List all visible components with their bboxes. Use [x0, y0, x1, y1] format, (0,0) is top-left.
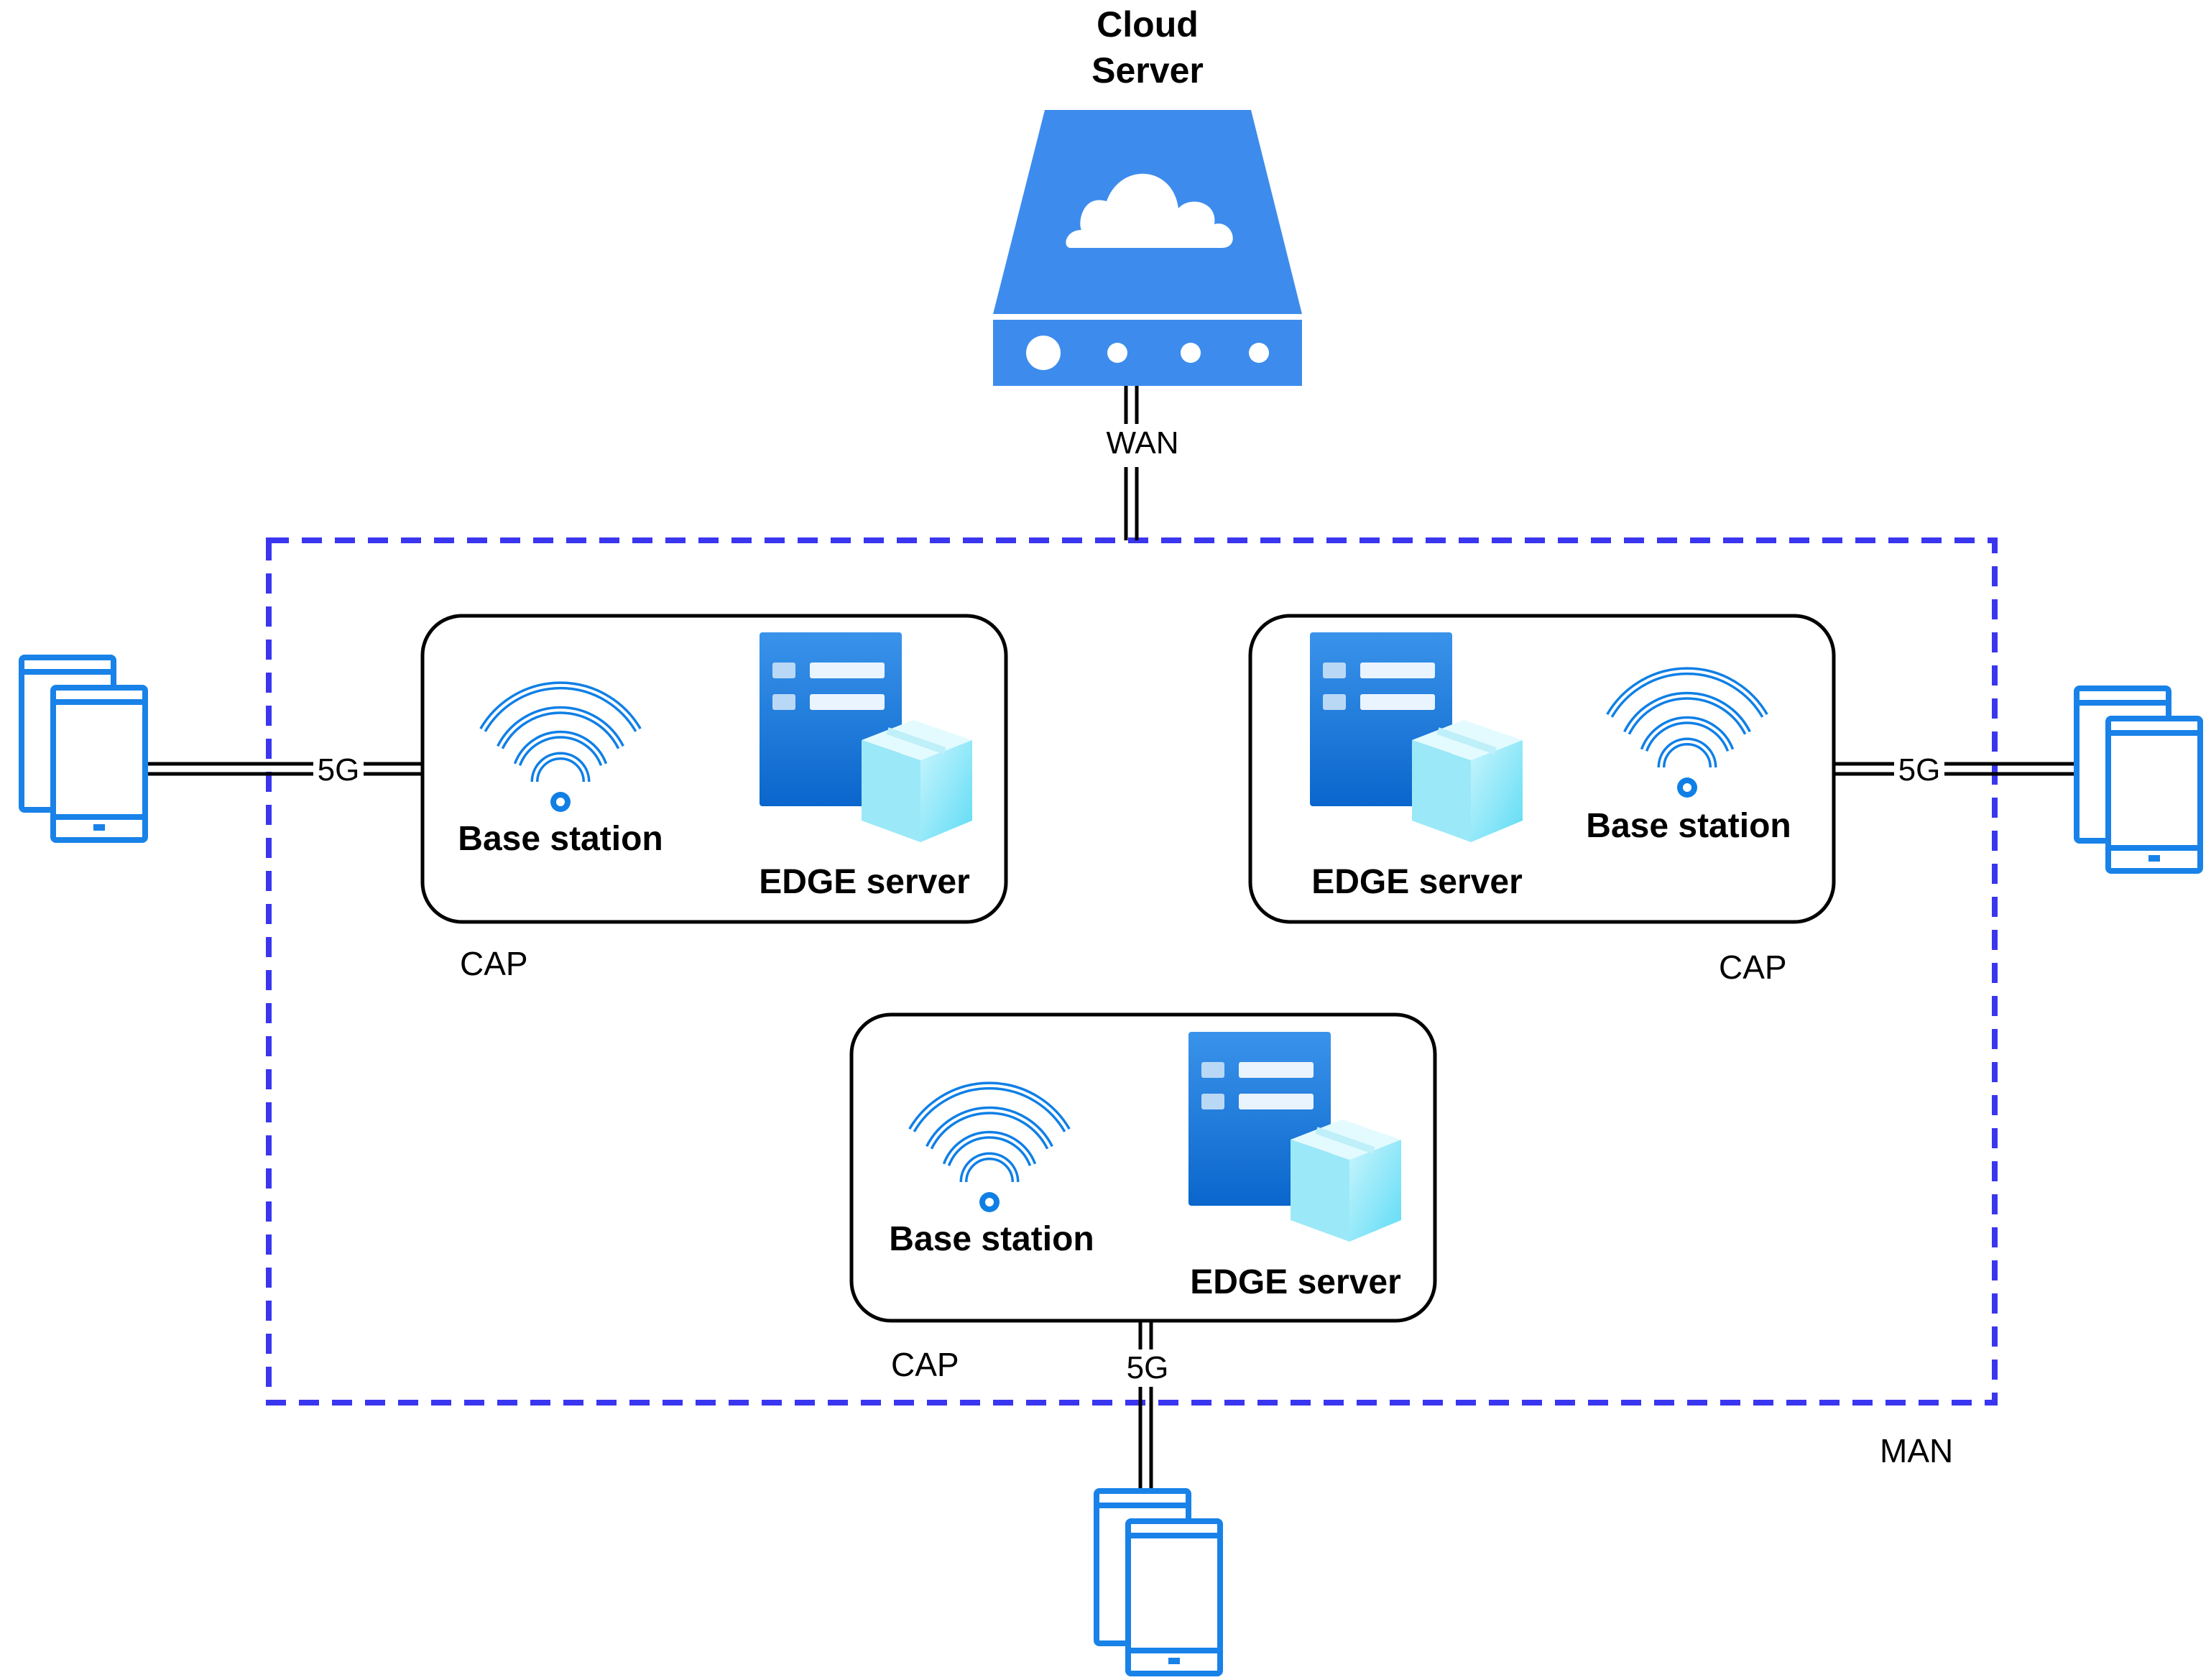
base-station-label: Base station	[889, 1220, 1094, 1258]
man-label: MAN	[1880, 1432, 1953, 1469]
cloud-server-led	[1249, 343, 1269, 363]
cloud-icon	[1066, 173, 1233, 248]
mobile-devices-left	[22, 657, 145, 840]
edge-server-icon	[1188, 1032, 1401, 1242]
mobile-devices-right	[2077, 688, 2200, 871]
cloud-server-led	[1181, 343, 1201, 363]
link-label-5g: 5G	[318, 752, 360, 788]
base-station-label: Base station	[458, 820, 663, 858]
cap-box	[1248, 614, 1836, 924]
wan-label: WAN	[1106, 425, 1178, 461]
link-label-5g: 5G	[1898, 752, 1941, 788]
cloud-server: Cloud Server	[993, 4, 1302, 386]
man-boundary	[266, 537, 1998, 1406]
cap-box	[420, 614, 1008, 924]
edge-server-label: EDGE server	[759, 863, 970, 901]
cap-label: CAP	[891, 1346, 959, 1383]
edge-server-label: EDGE server	[1190, 1263, 1401, 1301]
wan-link: WAN	[1106, 386, 1179, 540]
link-5g-bottom: 5G	[1127, 1321, 1169, 1493]
cap-bottom: Base station EDGE server CAP	[849, 1012, 1437, 1383]
cap-label: CAP	[1719, 949, 1787, 986]
cap-label: CAP	[460, 945, 528, 982]
cloud-server-title-line2: Server	[1091, 50, 1204, 91]
wifi-icon	[1610, 671, 1765, 798]
mobile-devices-bottom	[1097, 1491, 1220, 1674]
edge-server-label: EDGE server	[1311, 863, 1523, 901]
cloud-server-title-line1: Cloud	[1097, 4, 1199, 45]
edge-server-icon	[760, 632, 972, 842]
wifi-icon	[912, 1086, 1067, 1212]
link-5g-right: 5G	[1834, 752, 2075, 788]
base-station-label: Base station	[1586, 807, 1791, 845]
link-label-5g: 5G	[1127, 1350, 1169, 1385]
cloud-server-led-large	[1026, 336, 1061, 370]
cap-top-right: EDGE server Base station CAP	[1248, 614, 1836, 986]
cloud-server-led	[1107, 343, 1127, 363]
cap-box	[849, 1012, 1437, 1323]
link-5g-left: 5G	[148, 752, 423, 788]
edge-server-icon	[1310, 632, 1523, 842]
wifi-icon	[483, 686, 638, 812]
cap-top-left: Base station EDGE server CAP	[420, 614, 1008, 982]
